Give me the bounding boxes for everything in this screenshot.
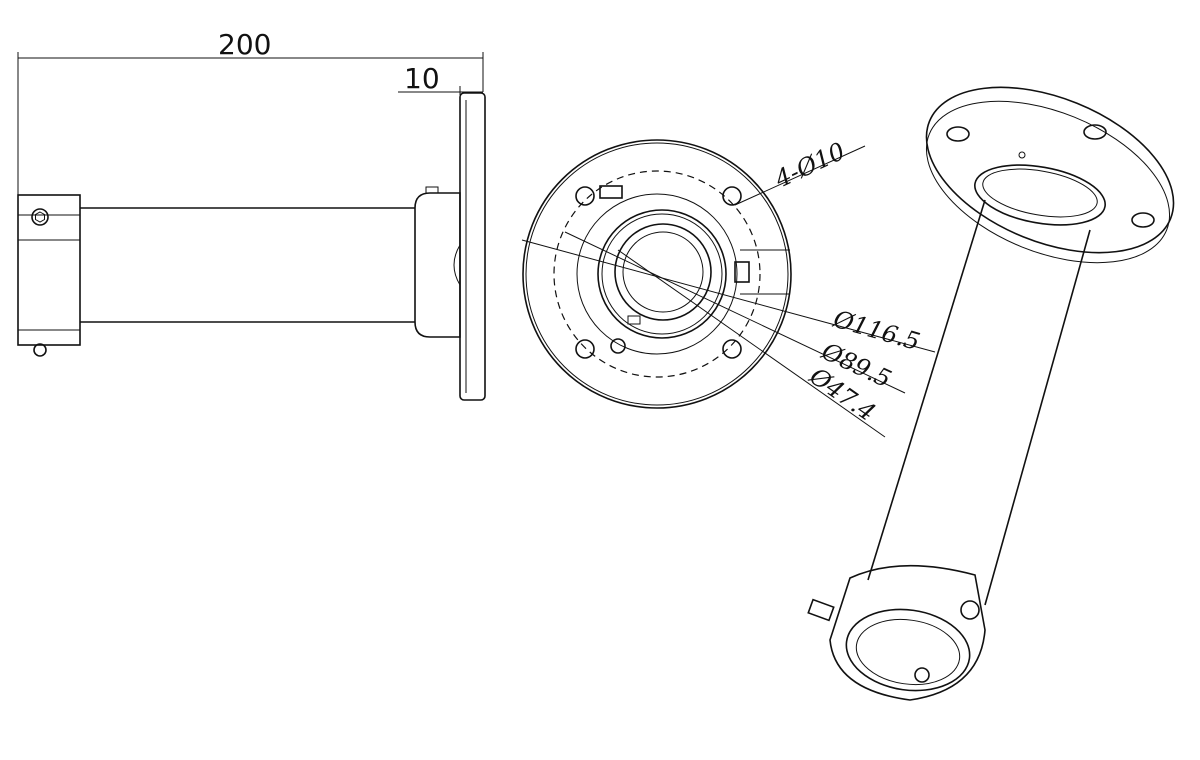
base-plate-outline: [522, 139, 792, 409]
dimension-200-label: 200: [218, 28, 271, 61]
mount-hole: [575, 339, 595, 359]
mount-hole: [722, 186, 742, 206]
mounting-plate: [459, 92, 486, 401]
iso-thumb-screw-icon: [807, 598, 835, 622]
front-view: 4-Ø10 Ø116.5 Ø89.5 Ø47.4: [521, 137, 936, 438]
clamp-ring: [17, 194, 81, 346]
mount-hole: [575, 186, 595, 206]
lock-tab: [599, 185, 623, 199]
side-view: 200 10: [17, 28, 486, 401]
mount-hole: [722, 339, 742, 359]
hole-callout-label: 4-Ø10: [770, 137, 849, 194]
thumb-screw-icon: [33, 343, 47, 357]
flange-block: [414, 192, 461, 338]
bolt-circle: [553, 170, 761, 378]
isometric-view: [807, 86, 1175, 701]
iso-flange: [925, 86, 1175, 254]
iso-clamp: [829, 564, 986, 701]
dimension-10-label: 10: [404, 62, 440, 95]
iso-hex-screw-icon: [960, 600, 980, 620]
iso-tube-top: [974, 164, 1106, 226]
lock-tab: [734, 261, 750, 283]
hex-screw-icon: [31, 208, 49, 226]
